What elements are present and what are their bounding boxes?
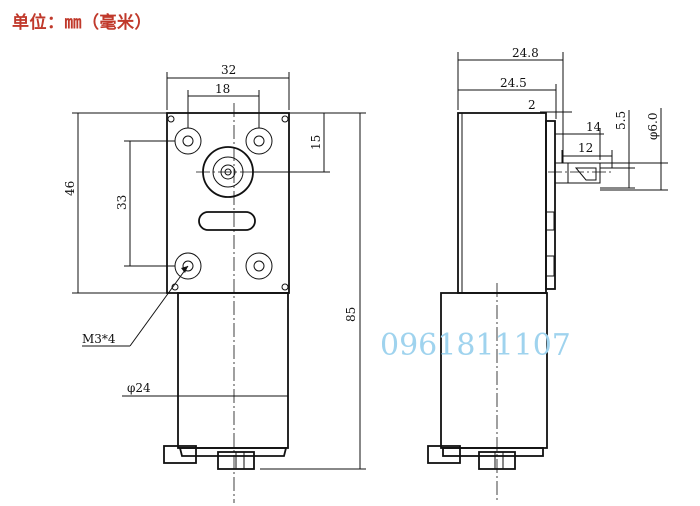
dim-depth-248: 24.8 xyxy=(512,46,539,60)
dim-screw-m3: M3*4 xyxy=(82,332,116,346)
mount-hole-tl-inner xyxy=(182,135,194,147)
mount-hole-br-outer xyxy=(245,252,273,280)
corner-screw-tr xyxy=(281,115,289,123)
motor-body xyxy=(177,292,289,449)
side-plate xyxy=(545,120,556,290)
dim-height-46: 46 xyxy=(63,181,77,196)
dim-holes-18: 18 xyxy=(215,82,230,96)
dim-flat-55: 5.5 xyxy=(614,111,628,130)
side-tab-upper xyxy=(545,211,555,231)
mount-hole-bl-inner xyxy=(182,260,194,272)
dim-step-2: 2 xyxy=(528,98,536,112)
dim-depth-245: 24.5 xyxy=(500,76,527,90)
corner-screw-tl xyxy=(167,115,175,123)
side-tab-lower xyxy=(545,255,555,277)
side-shaft xyxy=(567,162,601,184)
mount-hole-tl-outer xyxy=(174,127,202,155)
watermark-phone: 0961811107 xyxy=(380,328,571,363)
corner-screw-br xyxy=(281,283,289,291)
dim-shaft-14: 14 xyxy=(586,120,602,134)
side-view: 24.8 24.5 2 14 12 5.5 φ6.0 xyxy=(427,46,668,503)
dim-flat-12: 12 xyxy=(578,141,593,155)
motor-bottom-cap xyxy=(178,447,288,457)
gearbox-slot xyxy=(198,211,256,231)
gearbox-plate xyxy=(166,112,290,294)
dim-holes-33: 33 xyxy=(115,195,129,210)
dim-width-32: 32 xyxy=(221,63,236,77)
side-shaft-collar xyxy=(554,162,569,184)
side-motor-cap xyxy=(442,447,544,457)
mount-hole-br-inner xyxy=(253,260,265,272)
dim-dia-24: φ24 xyxy=(127,381,151,395)
dim-length-85: 85 xyxy=(344,307,358,322)
unit-label: 单位：㎜（毫米） xyxy=(12,13,152,33)
dim-shaft-dia: φ6.0 xyxy=(646,113,660,141)
mount-hole-tr-outer xyxy=(245,127,273,155)
mount-hole-tr-inner xyxy=(253,135,265,147)
terminal-left xyxy=(163,445,197,464)
dim-shaft-15: 15 xyxy=(309,135,323,150)
leader-arrow xyxy=(181,266,188,273)
side-motor-body xyxy=(440,292,548,449)
side-terminal-left xyxy=(427,445,461,464)
side-shaft-flat xyxy=(574,167,597,181)
front-view: 32 18 46 33 15 85 M3*4 φ24 xyxy=(63,63,366,503)
side-gearbox xyxy=(457,112,547,294)
leader-m3 xyxy=(129,265,189,347)
